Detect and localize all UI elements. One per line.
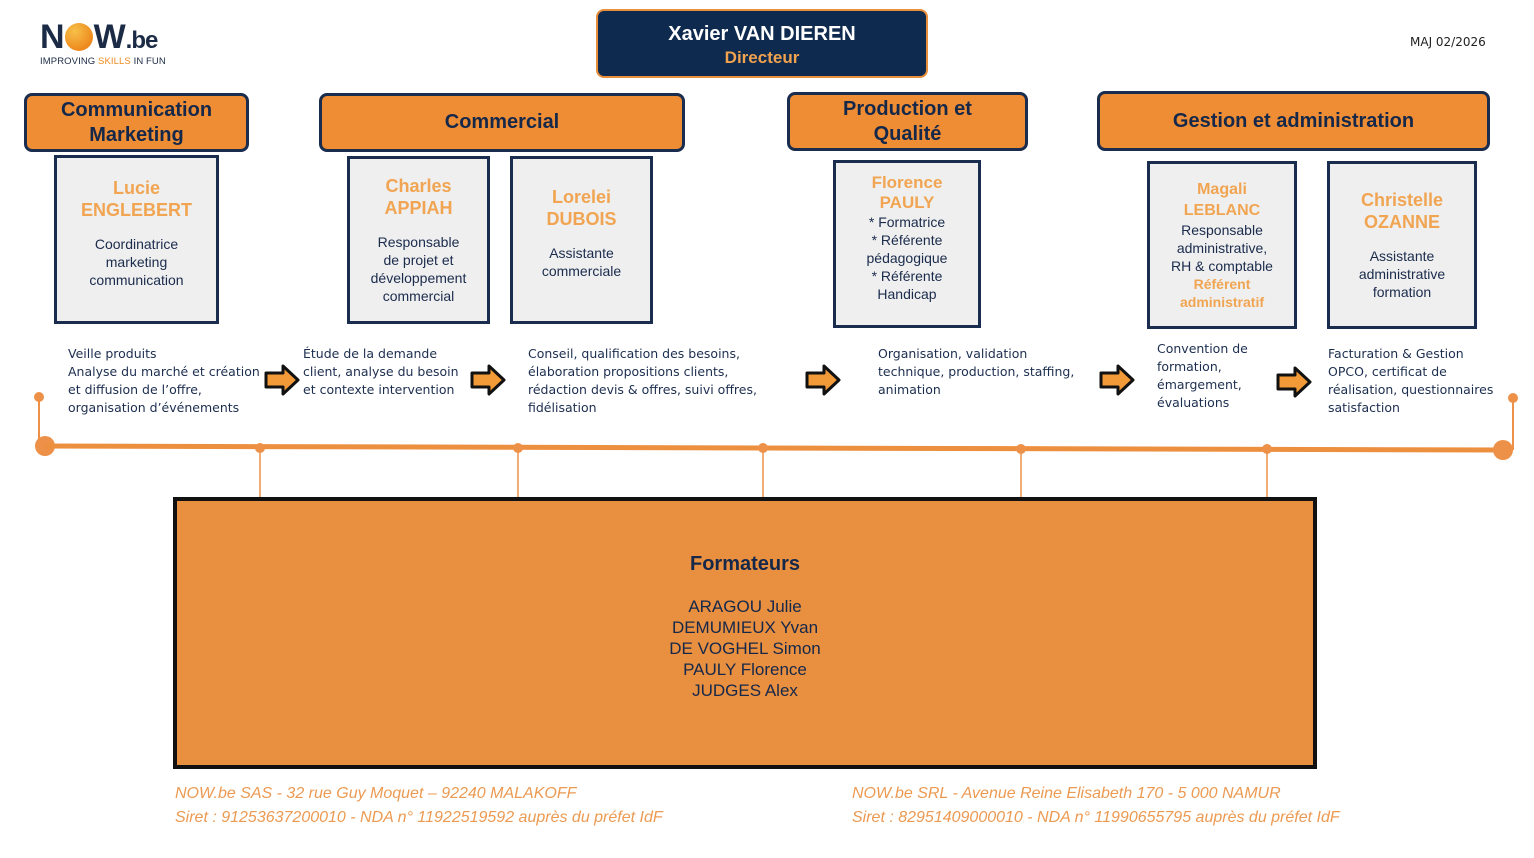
trainer-name: DEMUMIEUX Yvan <box>671 618 819 637</box>
dept-title: Commercial <box>444 111 560 133</box>
timeline-connector <box>255 443 265 497</box>
process-step-5: Convention de formation, émargement, éva… <box>1157 341 1248 410</box>
person-first-name: Christelle <box>1360 190 1444 210</box>
person-first-name: Magali <box>1197 181 1247 198</box>
timeline-connector <box>1262 444 1272 497</box>
person-first-name: Lucie <box>112 177 160 198</box>
logo-letter-w: W <box>93 18 126 56</box>
dept-gestion-administration: Gestion et administration <box>1097 91 1490 151</box>
timeline-line <box>44 443 1504 453</box>
dept-title: Production et Qualité <box>843 97 972 145</box>
trainer-name: ARAGOU Julie <box>688 597 802 616</box>
dept-title: Communication Marketing <box>60 98 213 146</box>
person-first-name: Florence <box>871 173 943 192</box>
trainer-name: JUDGES Alex <box>692 681 798 700</box>
person-role: Responsable administrative, RH & comptab… <box>1171 222 1273 274</box>
person-card-florence-pauly: Florence PAULY * Formatrice * Référente … <box>833 160 981 328</box>
footer-belgium-entity: NOW.be SRL - Avenue Reine Elisabeth 170 … <box>852 782 1340 830</box>
trainers-title: Formateurs <box>689 553 801 575</box>
person-last-name: OZANNE <box>1364 212 1440 232</box>
process-step-3: Conseil, qualification des besoins, élab… <box>528 346 757 415</box>
person-referent-label: Référent administratif <box>1179 276 1264 310</box>
process-step-6: Facturation & Gestion OPCO, certificat d… <box>1328 346 1494 415</box>
timeline-connector <box>758 443 768 497</box>
right-arrow-icon <box>805 364 841 396</box>
person-role: * Formatrice * Référente pédagogique * R… <box>866 214 948 302</box>
process-step-4: Organisation, validation technique, prod… <box>878 346 1075 397</box>
right-arrow-icon <box>264 364 300 396</box>
logo-sun-icon <box>64 23 93 51</box>
timeline-end-marker <box>1493 393 1518 460</box>
trainers-box: Formateurs ARAGOU Julie DEMUMIEUX Yvan D… <box>173 497 1317 769</box>
footer-registration: Siret : 82951409000010 - NDA n° 11990655… <box>852 809 1340 826</box>
process-step-2: Étude de la demande client, analyse du b… <box>303 346 459 397</box>
right-arrow-icon <box>1099 364 1135 396</box>
dept-communication-marketing: Communication Marketing <box>24 93 249 152</box>
tagline-part: IMPROVING <box>40 56 99 67</box>
process-step-1: Veille produits Analyse du marché et cré… <box>68 346 260 415</box>
footer-registration: Siret : 91253637200010 - NDA n° 11922519… <box>175 809 663 826</box>
person-first-name: Lorelei <box>551 187 612 207</box>
person-role: Responsable de projet et développement c… <box>370 234 467 304</box>
right-arrow-icon <box>1276 366 1312 398</box>
trainer-name: DE VOGHEL Simon <box>669 639 821 658</box>
person-last-name: PAULY <box>879 193 935 212</box>
right-arrow-icon <box>470 364 506 396</box>
person-card-lucie-englebert: Lucie ENGLEBERT Coordinatrice marketing … <box>54 155 219 324</box>
process-timeline <box>34 392 1518 497</box>
logo-tagline: IMPROVING SKILLS IN FUN <box>40 56 180 67</box>
footer-france-entity: NOW.be SAS - 32 rue Guy Moquet – 92240 M… <box>175 782 663 830</box>
director-name: Xavier VAN DIEREN <box>668 23 856 45</box>
trainer-name: PAULY Florence <box>683 660 807 679</box>
person-last-name: DUBOIS <box>546 209 617 229</box>
dept-commercial: Commercial <box>319 93 685 152</box>
director-box: Xavier VAN DIEREN Directeur <box>596 9 928 78</box>
person-card-lorelei-dubois: Lorelei DUBOIS Assistante commerciale <box>510 156 653 324</box>
footer-address: NOW.be SRL - Avenue Reine Elisabeth 170 … <box>852 785 1281 802</box>
person-card-magali-leblanc: Magali LEBLANC Responsable administrativ… <box>1147 161 1297 329</box>
dept-title: Gestion et administration <box>1172 109 1415 132</box>
person-role: Coordinatrice marketing communication <box>89 235 184 288</box>
person-role: Assistante administrative formation <box>1358 248 1446 300</box>
timeline-connector <box>513 443 523 497</box>
dept-production-qualite: Production et Qualité <box>787 92 1028 151</box>
person-last-name: APPIAH <box>384 198 453 218</box>
person-first-name: Charles <box>385 176 452 196</box>
person-last-name: LEBLANC <box>1183 202 1261 219</box>
tagline-part: IN FUN <box>130 56 166 67</box>
timeline-connector <box>1016 444 1026 497</box>
person-last-name: ENGLEBERT <box>80 199 192 220</box>
person-card-christelle-ozanne: Christelle OZANNE Assistante administrat… <box>1327 161 1477 329</box>
director-role: Directeur <box>724 48 800 67</box>
person-role: Assistante commerciale <box>541 245 622 279</box>
logo-letter-n: N <box>40 18 65 56</box>
logo-tld: .be <box>125 27 159 54</box>
tagline-accent: SKILLS <box>98 56 131 67</box>
trainers-list: ARAGOU Julie DEMUMIEUX Yvan DE VOGHEL Si… <box>177 596 1313 701</box>
person-card-charles-appiah: Charles APPIAH Responsable de projet et … <box>347 156 490 324</box>
update-date: MAJ 02/2026 <box>1410 35 1486 49</box>
footer-address: NOW.be SAS - 32 rue Guy Moquet – 92240 M… <box>175 785 577 802</box>
